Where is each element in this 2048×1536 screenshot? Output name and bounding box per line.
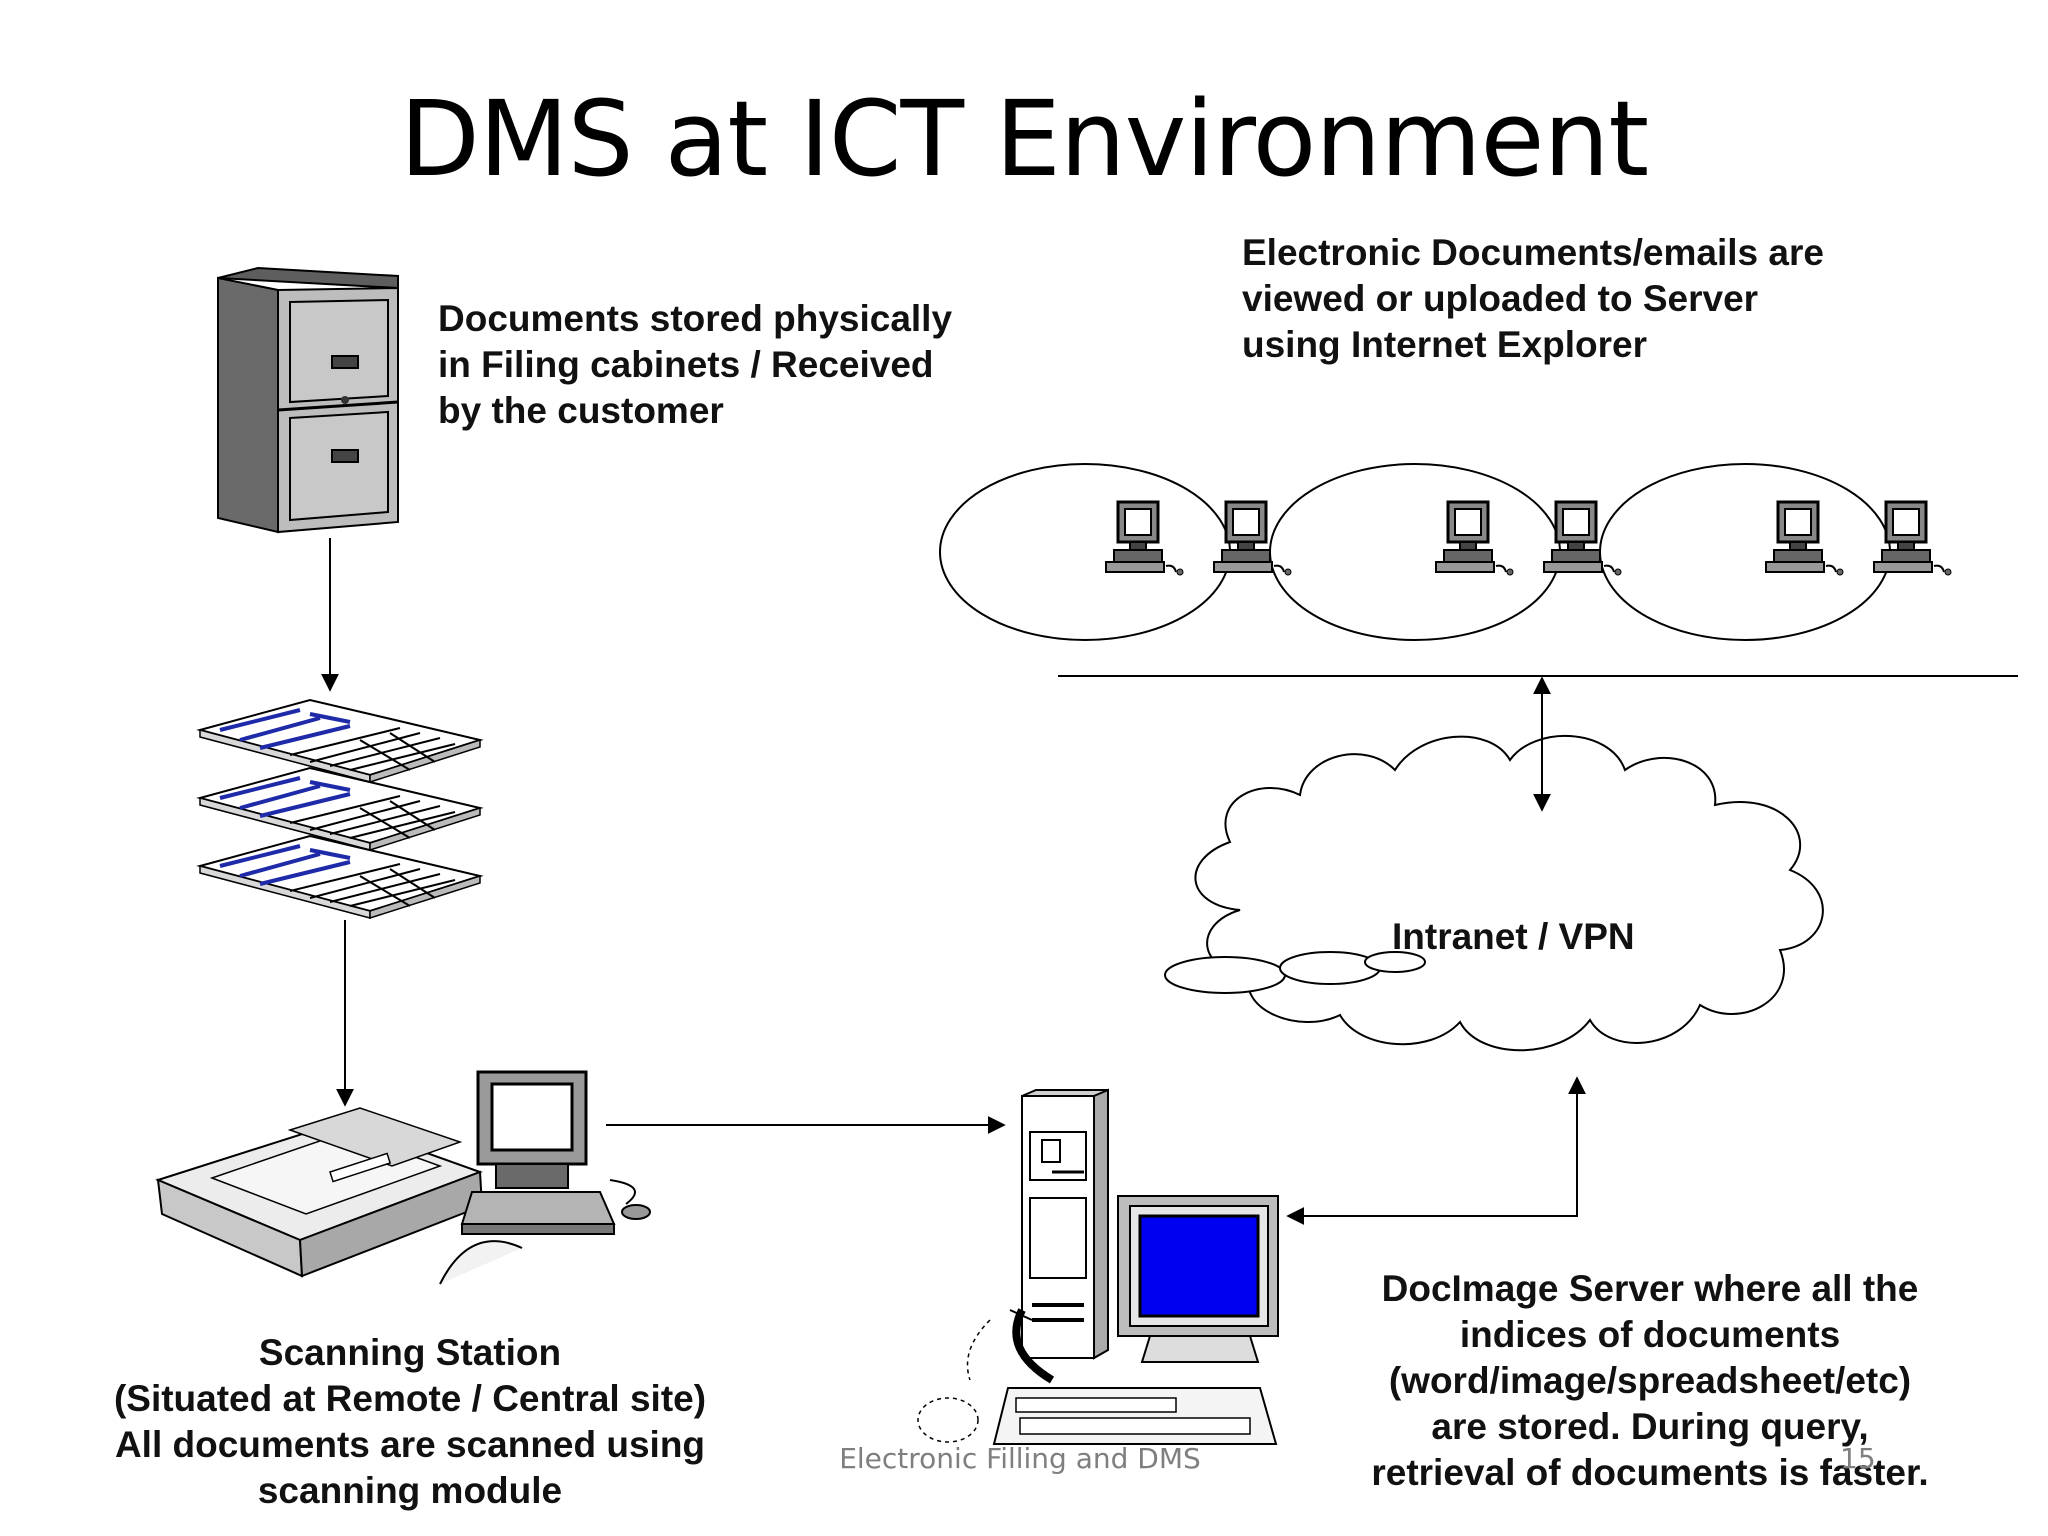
intranet-cloud-icon	[1164, 734, 1824, 1052]
filing-cabinet-icon	[217, 266, 399, 534]
page-number: 15	[1840, 1442, 1876, 1475]
slide-title: DMS at ICT Environment	[399, 78, 1649, 200]
scanning-station-icon	[155, 1070, 651, 1285]
electronic-documents-label: Electronic Documents/emails are viewed o…	[1242, 232, 1824, 365]
docimage-server-label: DocImage Server where all the indices of…	[1371, 1268, 1929, 1493]
client-workstations	[939, 463, 1953, 641]
slide-footer: Electronic Filling and DMS	[839, 1442, 1201, 1475]
intranet-vpn-label: Intranet / VPN	[1392, 916, 1635, 957]
docimage-server-icon	[917, 1088, 1279, 1445]
scanning-station-label: Scanning Station (Situated at Remote / C…	[113, 1332, 707, 1511]
document-stack-icon	[198, 698, 482, 920]
flow-arrows	[321, 538, 1586, 1225]
filing-cabinet-label: Documents stored physically in Filing ca…	[438, 298, 953, 431]
